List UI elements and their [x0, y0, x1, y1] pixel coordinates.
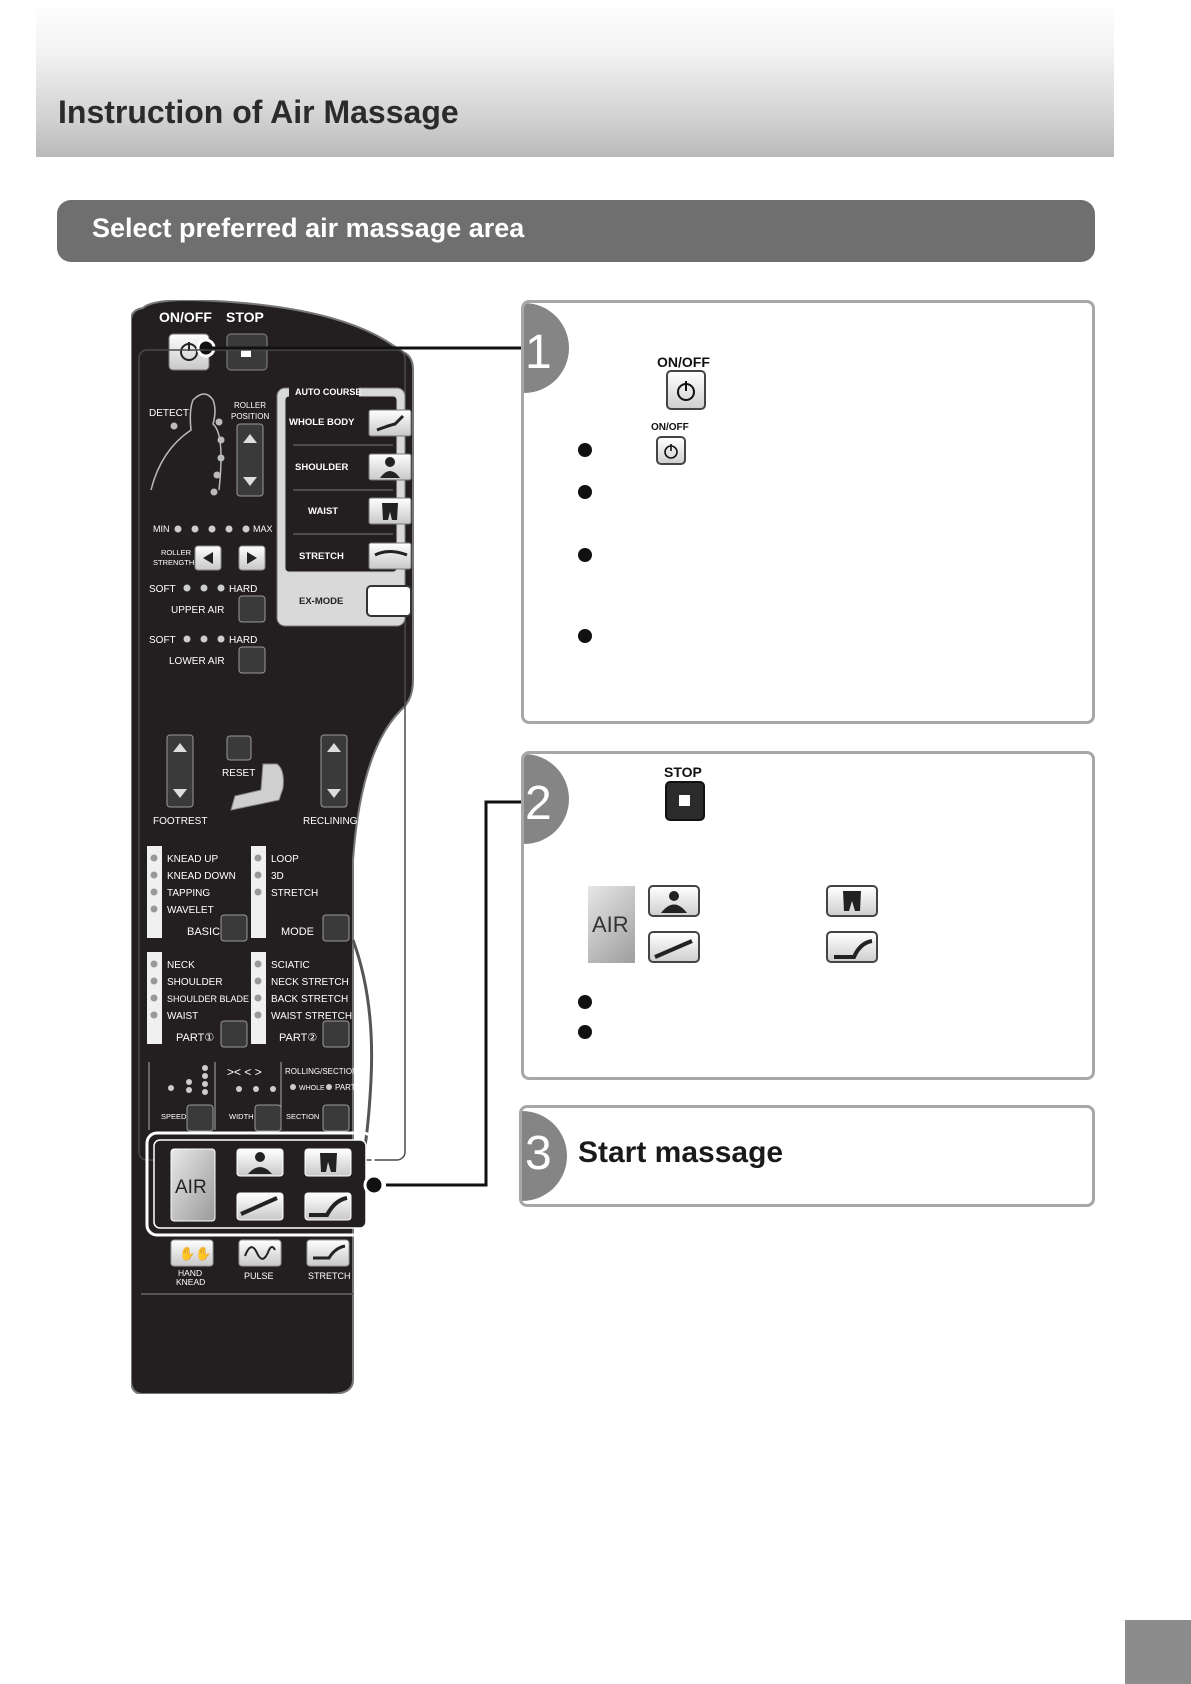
step-2-air-button: AIR — [588, 886, 635, 963]
step-2-stop-label: STOP — [664, 764, 702, 780]
step-2-bullet-2 — [578, 1025, 592, 1039]
step-1-on-off-button — [666, 370, 706, 410]
step-1-bullet-1 — [578, 443, 592, 457]
page-corner-tab — [1125, 1620, 1191, 1684]
step-1-number: 1 — [525, 325, 552, 380]
step-1-bullet-2 — [578, 485, 592, 499]
power-icon-small — [658, 438, 684, 463]
pulse-label: PULSE — [244, 1271, 274, 1281]
part1-item-4: WAIST — [167, 1011, 198, 1022]
header-band — [36, 0, 1114, 157]
remote-stop-label: STOP — [226, 309, 264, 325]
waist-icon — [828, 887, 876, 915]
page-title: Instruction of Air Massage — [58, 94, 459, 131]
seat-icon — [828, 933, 876, 961]
remote-on-off-label: ON/OFF — [159, 309, 212, 325]
detect-label: DETECT — [149, 408, 189, 419]
knead-label: KNEAD — [176, 1277, 205, 1287]
step-1-bullet-4 — [578, 629, 592, 643]
step-2-air-label: AIR — [592, 912, 629, 938]
step-2-leg-button — [648, 931, 700, 963]
svg-text:✋✋: ✋✋ — [179, 1246, 211, 1261]
stop-icon — [667, 783, 703, 819]
shoulder-icon — [650, 887, 698, 915]
leg-icon — [650, 933, 698, 961]
step-2-stop-button — [665, 781, 705, 821]
step-1-inline-on-off-button — [656, 436, 686, 465]
step-2-waist-button — [826, 885, 878, 917]
roller-strength-label-2: STRENGTH — [153, 558, 194, 567]
step-1-bullet-3 — [578, 548, 592, 562]
section-title: Select preferred air massage area — [92, 213, 524, 244]
part1-item-1: NECK — [167, 960, 195, 971]
speed-label: SPEED — [161, 1112, 187, 1121]
step-3-number: 3 — [525, 1126, 552, 1181]
step-3-title: Start massage — [578, 1136, 783, 1170]
bottom-stretch-label: STRETCH — [308, 1271, 351, 1281]
soft-label-lower: SOFT — [149, 635, 176, 646]
connector-lines — [200, 330, 540, 1200]
soft-label-upper: SOFT — [149, 584, 176, 595]
roller-strength-label-1: ROLLER — [161, 548, 192, 557]
step-1-box — [521, 300, 1095, 724]
step-2-seat-button — [826, 931, 878, 963]
step-2-number: 2 — [525, 776, 552, 831]
step-2-shoulder-button — [648, 885, 700, 917]
step-1-on-off-label: ON/OFF — [657, 354, 710, 370]
step-2-bullet-1 — [578, 995, 592, 1009]
min-label: MIN — [153, 524, 170, 534]
power-icon — [668, 372, 704, 408]
step-1-inline-on-off-label: ON/OFF — [651, 422, 689, 433]
